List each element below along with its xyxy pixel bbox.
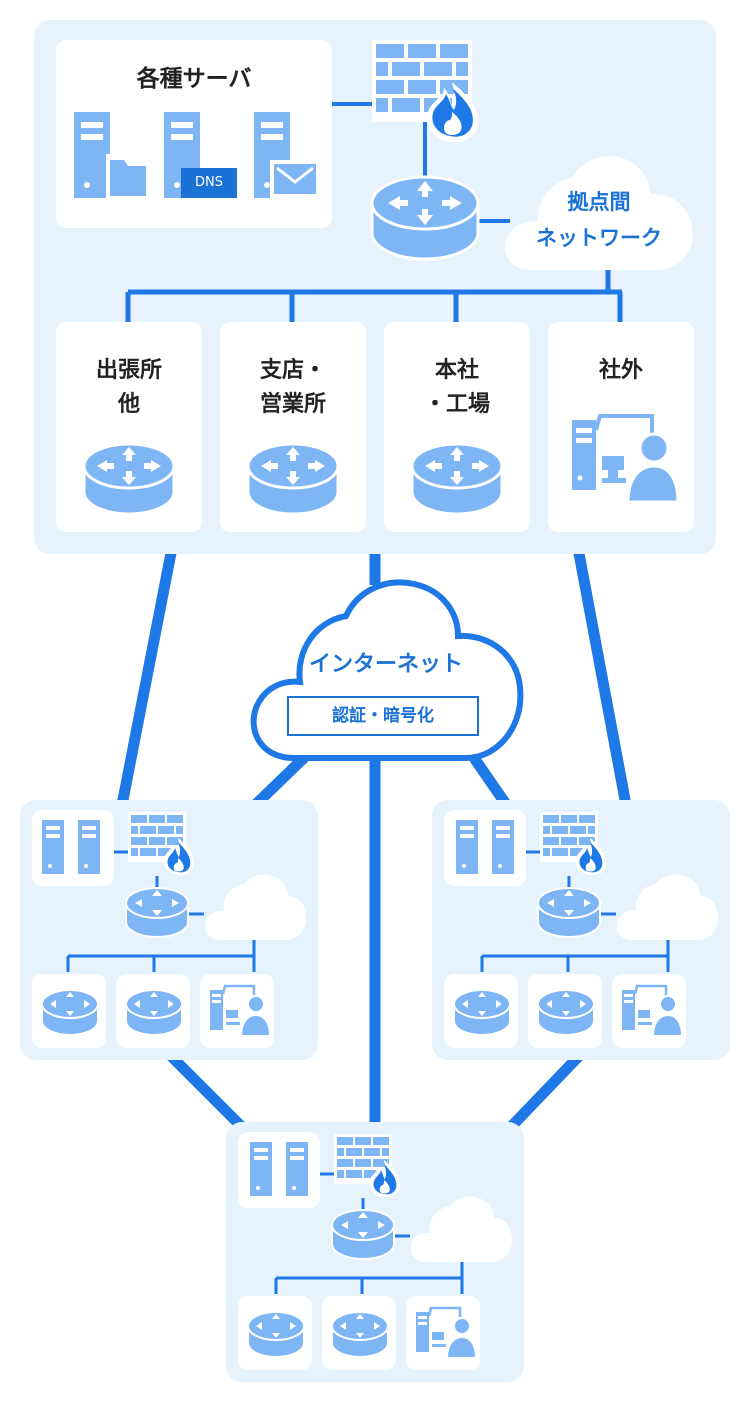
site-label-line2: 他: [117, 392, 140, 417]
link-right-bottom: [504, 1051, 584, 1134]
link-main-left: [116, 546, 178, 807]
router-icon: [41, 989, 99, 1036]
cloud-icon: [616, 874, 718, 940]
firewall-icon: [372, 40, 479, 143]
router-icon: [331, 1209, 395, 1260]
branch-links-left: [66, 850, 256, 972]
router-icon: [537, 887, 601, 938]
core-router-icon: [370, 175, 480, 261]
server-icon: [456, 820, 514, 874]
router-icon: [125, 989, 183, 1036]
remote-user-icon: [572, 414, 680, 504]
servers-label: 各種サーバ: [136, 66, 252, 92]
site-label-line2: ・工場: [423, 392, 490, 417]
branch-links-right: [480, 850, 670, 972]
firewall-icon: [128, 812, 195, 876]
site-bus: [125, 270, 623, 322]
remote-user-icon: [622, 984, 684, 1037]
cloud-icon: [204, 874, 306, 940]
inter-site-network-label-line1: 拠点間: [567, 190, 631, 214]
link-left-bottom: [166, 1051, 249, 1134]
router-icon: [331, 1311, 389, 1358]
router-icon: [247, 1311, 305, 1358]
site-label-line2: 営業所: [259, 392, 326, 417]
router-icon: [537, 989, 595, 1036]
site-label-line1: 本社: [434, 358, 479, 383]
router-icon: [453, 989, 511, 1036]
link-main-right: [572, 546, 632, 807]
dns-badge: DNS: [181, 168, 237, 198]
inter-site-network-cloud: [504, 156, 693, 270]
router-icon: [82, 442, 176, 516]
server-firewall-link: [332, 102, 510, 223]
site-label-line1: 支店・: [259, 358, 326, 383]
router-icon: [246, 442, 340, 516]
server-icon: [42, 820, 100, 874]
site-label-line1: 出張所: [95, 358, 162, 383]
internet-label: インターネット: [308, 652, 463, 677]
encryption-badge: 認証・暗号化: [287, 696, 479, 736]
mail-server-icon: [254, 112, 320, 198]
file-server-icon: [74, 112, 148, 198]
firewall-icon: [540, 812, 607, 876]
router-icon: [410, 442, 504, 516]
firewall-icon: [334, 1134, 401, 1198]
remote-user-icon: [416, 1306, 478, 1359]
branch-links-bottom: [274, 1172, 464, 1294]
cloud-icon: [410, 1196, 512, 1262]
remote-user-icon: [210, 984, 272, 1037]
inter-site-network-label-line2: ネットワーク: [536, 226, 662, 250]
router-icon: [125, 887, 189, 938]
server-icon: [250, 1142, 308, 1196]
site-label-line1: 社外: [598, 358, 643, 383]
